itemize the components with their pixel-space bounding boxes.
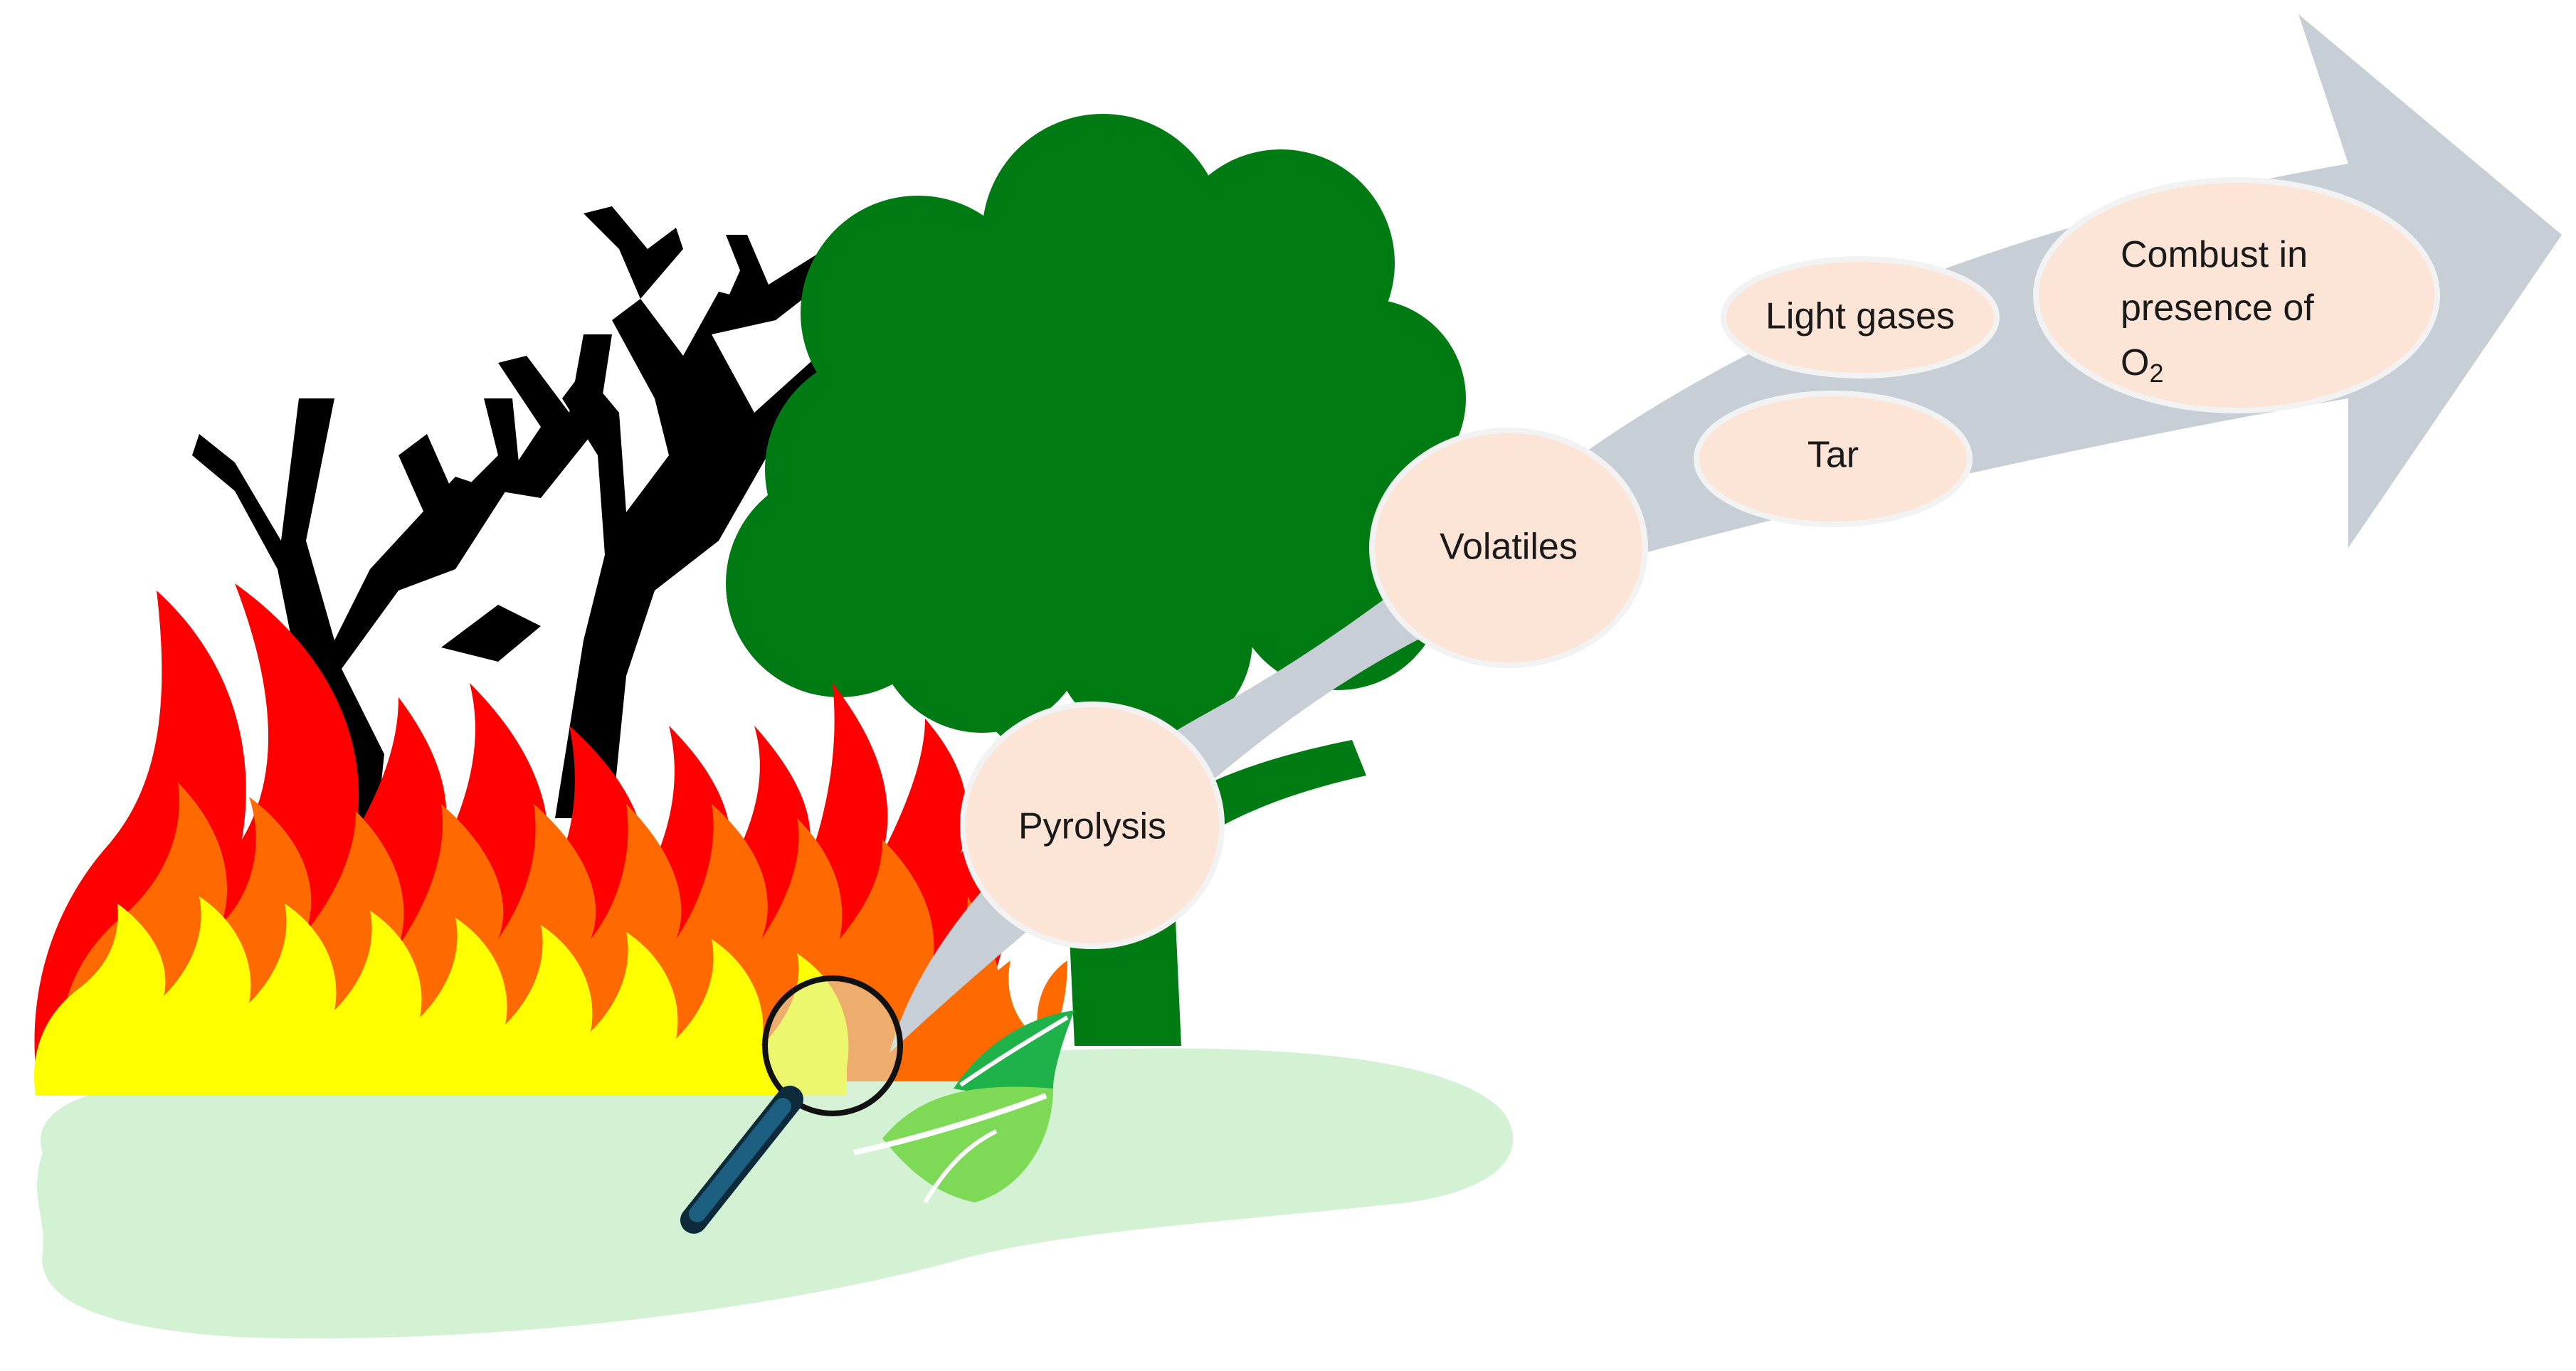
burnt-tree-icon <box>192 206 840 889</box>
combustion-node: Combust in presence of O2 <box>2033 177 2440 413</box>
combust-line-2: presence of <box>2121 287 2314 329</box>
tree-icon <box>726 114 1512 1046</box>
magnifying-glass-icon <box>680 975 903 1234</box>
tar-node: Tar <box>1694 391 1973 527</box>
combust-line-3: O2 <box>2121 342 2163 388</box>
fire-icon <box>34 583 1067 1096</box>
tar-label: Tar <box>1807 435 1859 476</box>
pyrolysis-label: Pyrolysis <box>1018 806 1166 847</box>
oxygen-symbol: O <box>2121 342 2149 383</box>
volatiles-node: Volatiles <box>1369 428 1648 668</box>
oxygen-subscript: 2 <box>2149 359 2163 388</box>
volatiles-label: Volatiles <box>1440 526 1578 568</box>
grass-ground-icon <box>37 1048 1514 1339</box>
light-gases-label: Light gases <box>1765 296 1955 337</box>
leaf-icon <box>853 1010 1075 1204</box>
light-gases-node: Light gases <box>1721 256 2000 379</box>
combust-line-1: Combust in <box>2121 234 2308 275</box>
pyrolysis-node: Pyrolysis <box>960 702 1225 949</box>
